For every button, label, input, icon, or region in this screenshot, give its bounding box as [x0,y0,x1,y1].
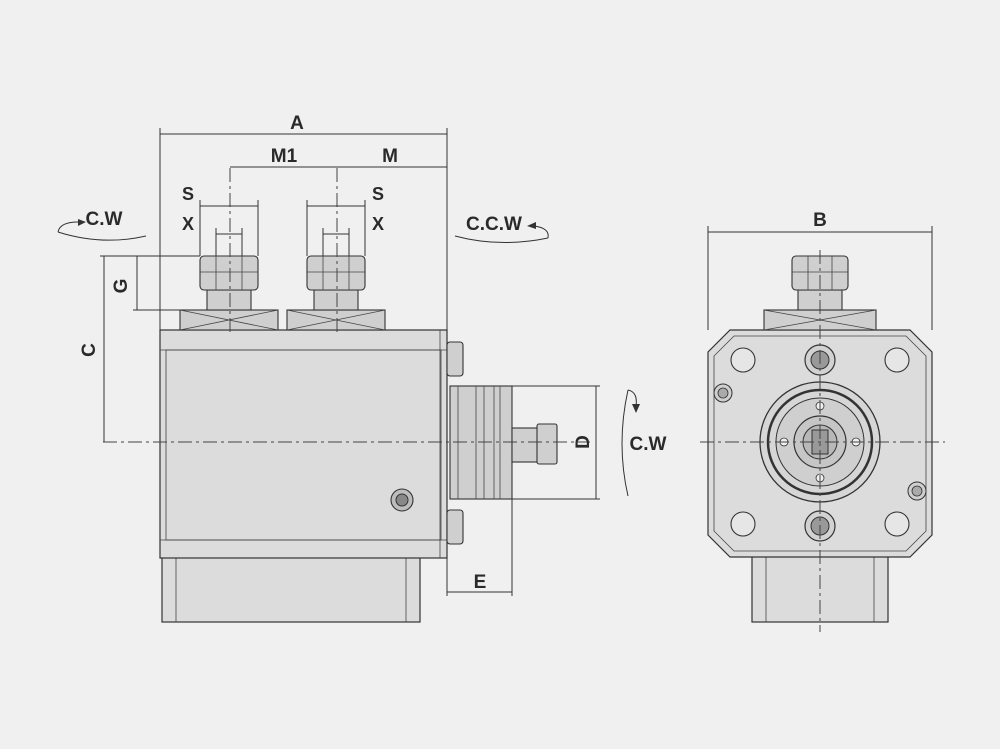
front-view: B [700,210,945,632]
label-x-left: X [182,214,194,234]
label-g: G [111,279,132,294]
cw-arrow-left-icon [57,231,147,241]
label-cw-left: C.W [86,209,123,230]
base-block [161,554,421,623]
label-s-right: S [372,184,384,204]
label-m1: M1 [271,146,298,167]
label-a: A [290,113,304,134]
ccw-arrow-icon [454,235,549,243]
spindle-left [179,255,279,331]
label-x-right: X [372,214,384,234]
main-housing [159,329,448,559]
label-c: C [79,343,100,357]
side-boss-top [446,341,464,377]
label-cw-right: C.W [630,434,667,455]
label-b: B [813,210,827,231]
spindle-right [286,255,386,331]
label-m: M [382,146,398,167]
label-e: E [474,572,487,593]
side-view: A M1 M S X S X G C D E C.W C.C.W C.W [57,113,667,623]
side-boss-bottom [446,509,464,545]
cw-arrow-right-icon [621,389,629,497]
label-ccw: C.C.W [466,214,522,235]
label-d: D [573,435,594,449]
label-s-left: S [182,184,194,204]
